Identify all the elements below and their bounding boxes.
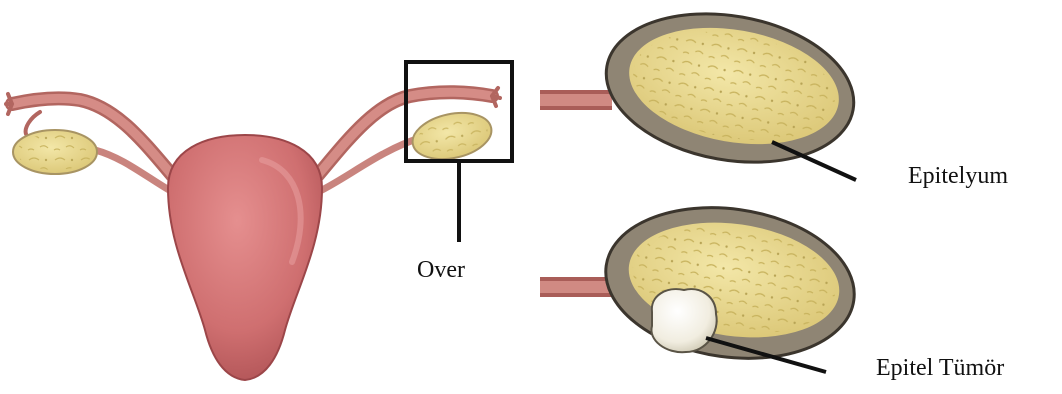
uterus-body bbox=[168, 135, 322, 380]
epithelial-tumor-label: Epitel Tümör bbox=[876, 355, 1004, 382]
ovary-label: Over bbox=[417, 257, 465, 284]
normal-ovary-section bbox=[540, 0, 866, 181]
uterus-group bbox=[6, 88, 500, 380]
epithelial-tumor-mass bbox=[651, 289, 716, 352]
left-ovary bbox=[13, 130, 97, 174]
tumor-ovary-section bbox=[540, 192, 864, 373]
right-ovary bbox=[408, 106, 495, 166]
epithelium-label: Epitelyum bbox=[908, 163, 1008, 190]
